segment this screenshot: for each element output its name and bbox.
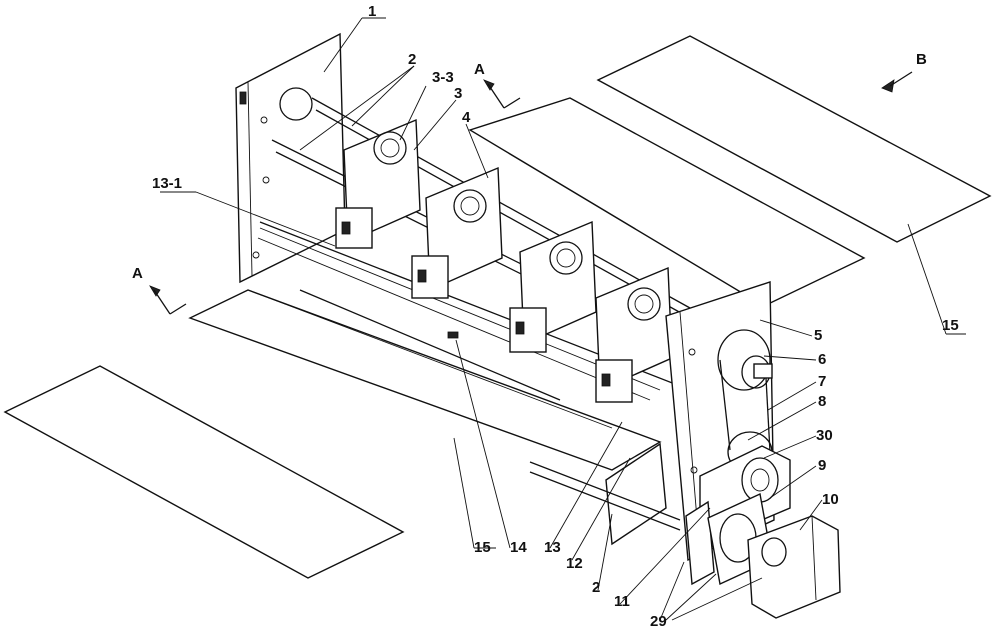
- label-1: 1: [368, 3, 376, 20]
- section-arrow-A-left: [149, 285, 187, 315]
- motor-mount: [685, 500, 715, 586]
- label-A-left: A: [132, 265, 143, 282]
- plate-bolt: [252, 251, 260, 259]
- base-plate: [188, 289, 662, 471]
- label-29: 29: [650, 613, 667, 630]
- direction-arrow-B: [881, 71, 913, 93]
- label-15-rear: 15: [942, 317, 959, 334]
- label-14: 14: [510, 539, 527, 556]
- cutter-module-2: [411, 166, 503, 299]
- base-slot: [257, 237, 651, 401]
- label-6: 6: [818, 351, 826, 368]
- lower-shaft: [529, 461, 681, 521]
- plate-hole: [279, 87, 313, 121]
- label-12: 12: [566, 555, 583, 572]
- label-2-top: 2: [408, 51, 416, 68]
- label-2-bottom: 2: [592, 579, 600, 596]
- label-8: 8: [818, 393, 826, 410]
- base-slot: [299, 289, 561, 401]
- belt-drive: [717, 329, 773, 473]
- label-5: 5: [814, 327, 822, 344]
- label-A-top: A: [474, 61, 485, 78]
- side-plate-left: [235, 32, 346, 284]
- label-13: 13: [544, 539, 561, 556]
- motor: [747, 515, 841, 619]
- plate-bolt: [690, 466, 698, 474]
- label-13-1: 13-1: [152, 175, 182, 192]
- leader-lines: [160, 17, 966, 621]
- section-arrow-A-top: [483, 79, 521, 109]
- shaft-upper: [311, 97, 691, 309]
- label-9: 9: [818, 457, 826, 474]
- sheet-15-rear: [596, 35, 992, 243]
- base-edge: [247, 289, 613, 429]
- plate-edge: [247, 81, 253, 277]
- cutter-module-4: [595, 266, 673, 403]
- label-30: 30: [816, 427, 833, 444]
- sheet-middle: [468, 97, 866, 307]
- plate-clip: [239, 91, 247, 105]
- plate-bolt: [262, 176, 270, 184]
- cutter-module-1: [335, 118, 421, 249]
- base-slot: [259, 227, 661, 391]
- plate-bolt: [688, 348, 696, 356]
- label-15-front: 15: [474, 539, 491, 556]
- label-4: 4: [462, 109, 471, 126]
- label-10: 10: [822, 491, 839, 508]
- cutter-module-3: [509, 220, 597, 353]
- sheet-15-front: [3, 365, 405, 579]
- label-3: 3: [454, 85, 462, 102]
- label-11: 11: [614, 593, 630, 610]
- plate-bolt: [260, 116, 268, 124]
- label-3-3: 3-3: [432, 69, 454, 86]
- lower-shaft: [529, 471, 681, 531]
- label-7: 7: [818, 373, 826, 390]
- base-marker: [447, 331, 459, 339]
- label-B: B: [916, 51, 927, 68]
